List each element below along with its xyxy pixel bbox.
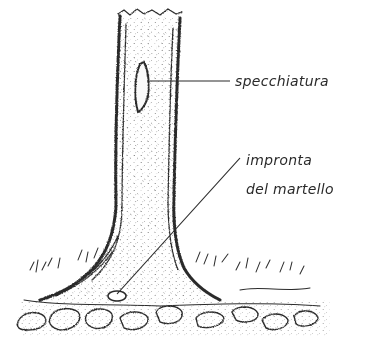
blaze-label: specchiatura [235,74,329,90]
hammer-label-line1: impronta [246,153,312,169]
hammer-mark [108,291,126,301]
tree-trunk [40,9,220,300]
ground-stipple [20,300,330,336]
hammer-label-line2: del martello [246,182,334,198]
